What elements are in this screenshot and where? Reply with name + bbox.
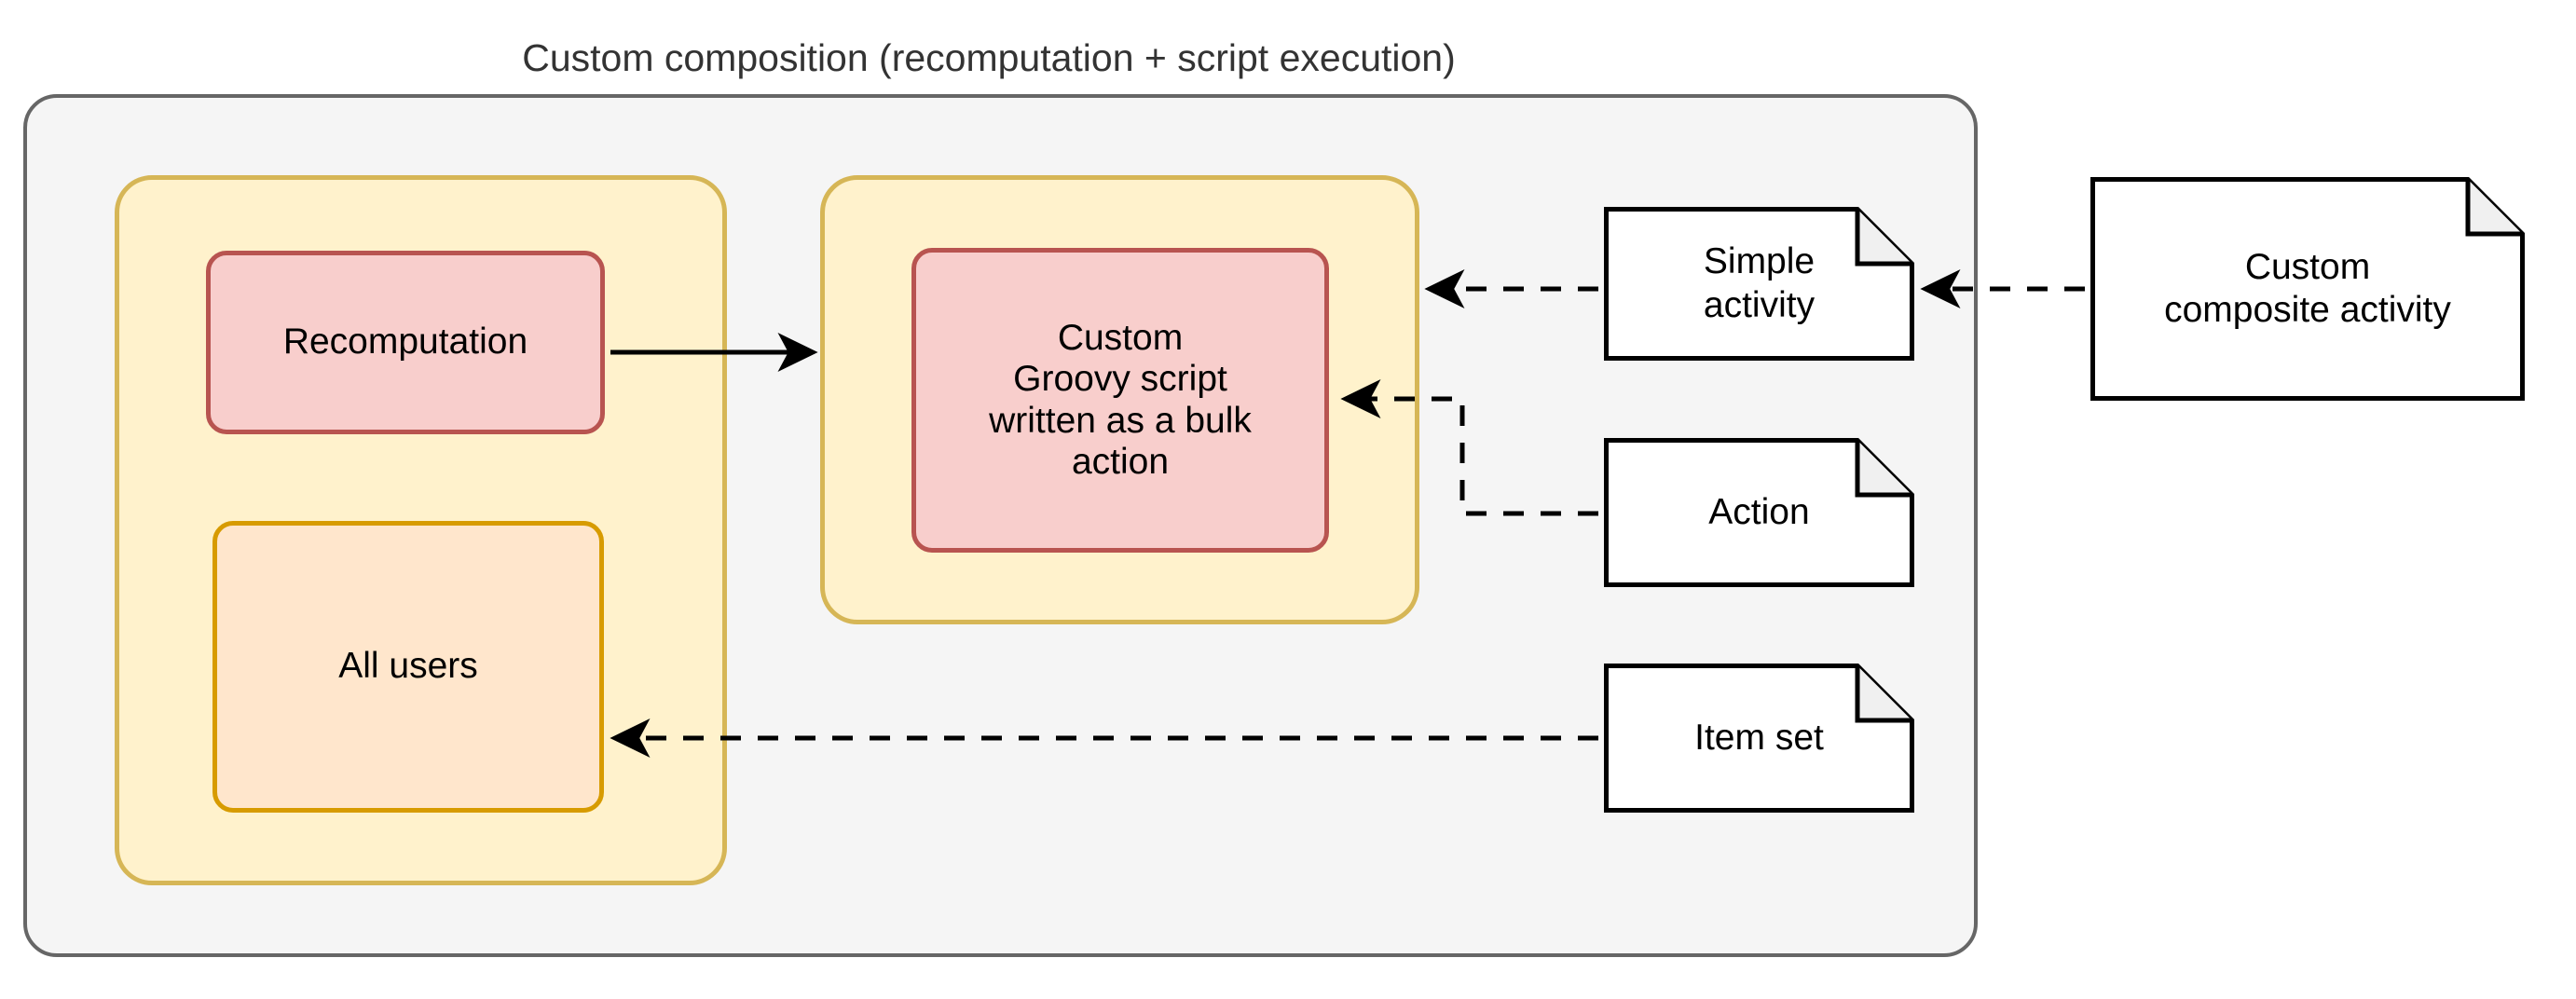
note-shape-icon xyxy=(2090,177,2525,401)
note-item-set-label: Item set xyxy=(1694,717,1824,758)
note-item-set[interactable]: Item set xyxy=(1604,664,1914,813)
note-shape-icon xyxy=(1604,438,1914,587)
node-recomputation[interactable]: Recomputation xyxy=(206,251,605,434)
note-action[interactable]: Action xyxy=(1604,438,1914,587)
node-all-users[interactable]: All users xyxy=(212,521,604,813)
page-title: Custom composition (recomputation + scri… xyxy=(522,36,1456,79)
note-action-label: Action xyxy=(1708,491,1810,532)
note-shape-icon xyxy=(1604,664,1914,813)
note-shape-icon xyxy=(1604,207,1914,361)
